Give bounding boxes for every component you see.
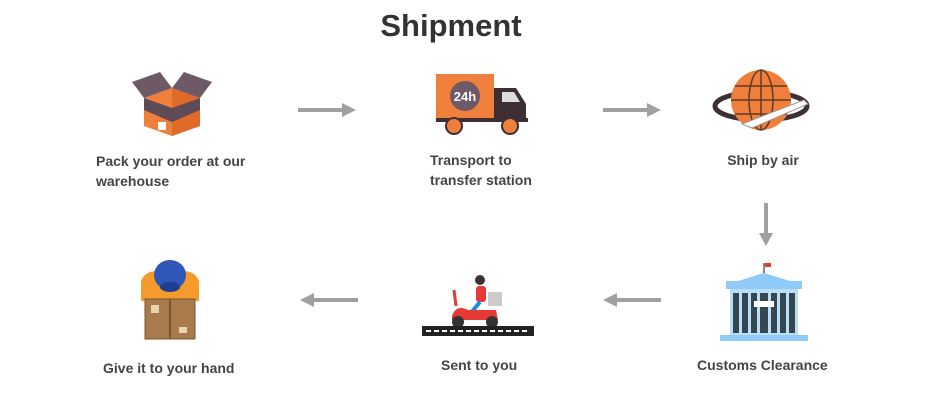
step-label-line: warehouse xyxy=(96,173,170,189)
arrow-right-icon xyxy=(298,103,356,117)
page-title: Shipment xyxy=(380,8,522,43)
step-label-hand: Give it to your hand xyxy=(103,360,235,376)
arrow-right-icon xyxy=(603,103,661,117)
step-label-transport: Transport to transfer station xyxy=(430,150,532,190)
delivery-person-icon xyxy=(137,259,203,343)
step-label-line: transfer station xyxy=(430,172,532,188)
step-label-line: Transport to xyxy=(430,152,512,168)
arrow-left-icon xyxy=(300,293,358,307)
globe-plane-icon xyxy=(712,66,810,140)
customs-building-icon xyxy=(718,263,810,343)
truck-icon: 24h xyxy=(436,74,528,136)
truck-badge: 24h xyxy=(454,89,476,104)
step-label-air: Ship by air xyxy=(727,152,799,168)
box-icon xyxy=(130,66,214,138)
scooter-icon xyxy=(422,274,534,338)
arrow-down-icon xyxy=(759,203,773,246)
arrow-left-icon xyxy=(603,293,661,307)
step-label-line: Pack your order at our xyxy=(96,153,246,169)
step-label-customs: Customs Clearance xyxy=(697,357,828,373)
step-label-pack: Pack your order at our warehouse xyxy=(96,151,245,191)
step-label-sent: Sent to you xyxy=(441,357,518,373)
